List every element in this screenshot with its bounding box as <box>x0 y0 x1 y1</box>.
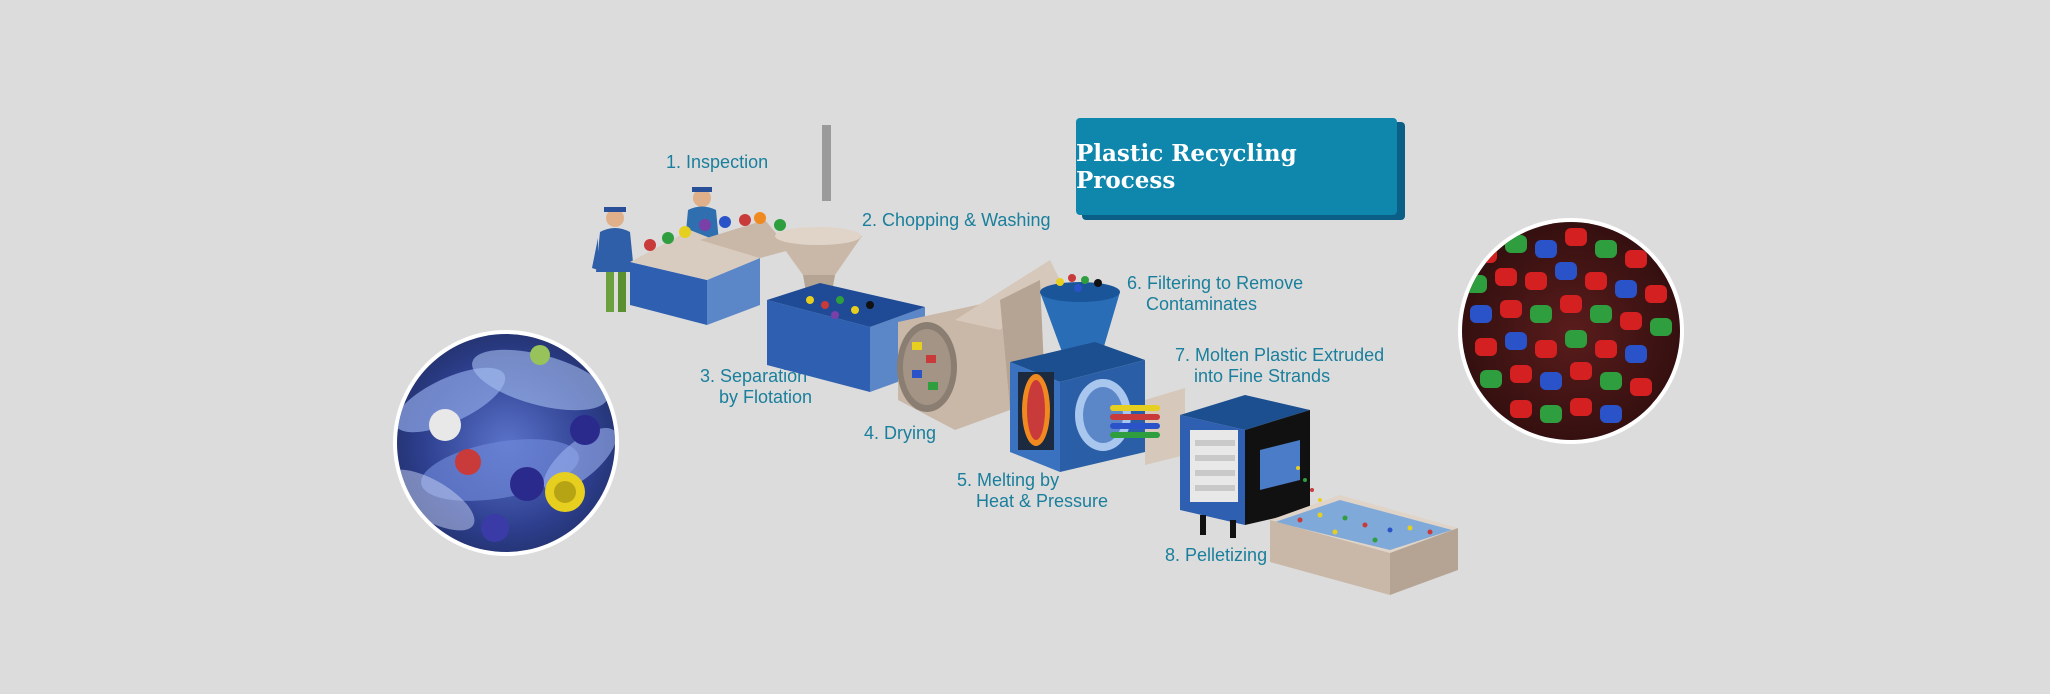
melting-chamber <box>1010 342 1145 472</box>
molten-strands <box>1110 405 1160 438</box>
title-banner-face: Plastic Recycling Process <box>1076 118 1397 215</box>
extruder-block <box>1180 395 1310 538</box>
step-label-4: 4. Drying <box>864 423 936 444</box>
step-text-line2: into Fine Strands <box>1194 366 1331 386</box>
step-text: Pelletizing <box>1185 545 1268 565</box>
step-number: 4. <box>864 423 880 443</box>
filter-plate <box>1145 388 1185 465</box>
step-label-6: 6. Filtering to Remove Contaminates <box>1127 273 1303 315</box>
step-text-line2: Heat & Pressure <box>976 491 1109 511</box>
step-text-line2: by Flotation <box>719 387 813 407</box>
worker-figure-icon <box>592 207 634 312</box>
step-text: Separation <box>720 366 808 386</box>
step-number: 1. <box>666 152 682 172</box>
step-number: 5. <box>957 470 973 490</box>
chopping-hopper <box>775 227 862 292</box>
step-text: Inspection <box>686 152 769 172</box>
step-text: Melting by <box>977 470 1060 490</box>
exhaust-pipe <box>822 125 831 201</box>
filter-funnel <box>1040 274 1120 360</box>
step-text: Chopping & Washing <box>882 210 1051 230</box>
step-text: Drying <box>884 423 937 443</box>
plastic-pellets-photo <box>1458 218 1684 444</box>
title-banner: Plastic Recycling Process <box>1076 118 1405 220</box>
step-number: 6. <box>1127 273 1143 293</box>
step-number: 8. <box>1165 545 1181 565</box>
step-label-2: 2. Chopping & Washing <box>862 210 1050 231</box>
step-label-5: 5. Melting by Heat & Pressure <box>957 470 1108 512</box>
plastic-bottles-photo <box>393 330 619 556</box>
step-label-3: 3. Separation by Flotation <box>700 366 812 408</box>
pellet-tray <box>1270 466 1458 595</box>
diagram-title: Plastic Recycling Process <box>1076 139 1297 194</box>
step-number: 7. <box>1175 345 1191 365</box>
worker-figure-icon <box>685 187 719 242</box>
step-label-7: 7. Molten Plastic Extruded into Fine Str… <box>1175 345 1384 387</box>
step-text: Molten Plastic Extruded <box>1195 345 1385 365</box>
step-label-1: 1. Inspection <box>666 152 768 173</box>
step-text-line2: Contaminates <box>1146 294 1258 314</box>
drying-drum <box>897 260 1060 430</box>
inspection-bin <box>630 212 790 325</box>
step-label-8: 8. Pelletizing <box>1165 545 1267 566</box>
step-text: Filtering to Remove <box>1147 273 1304 293</box>
step-number: 2. <box>862 210 878 230</box>
step-number: 3. <box>700 366 716 386</box>
